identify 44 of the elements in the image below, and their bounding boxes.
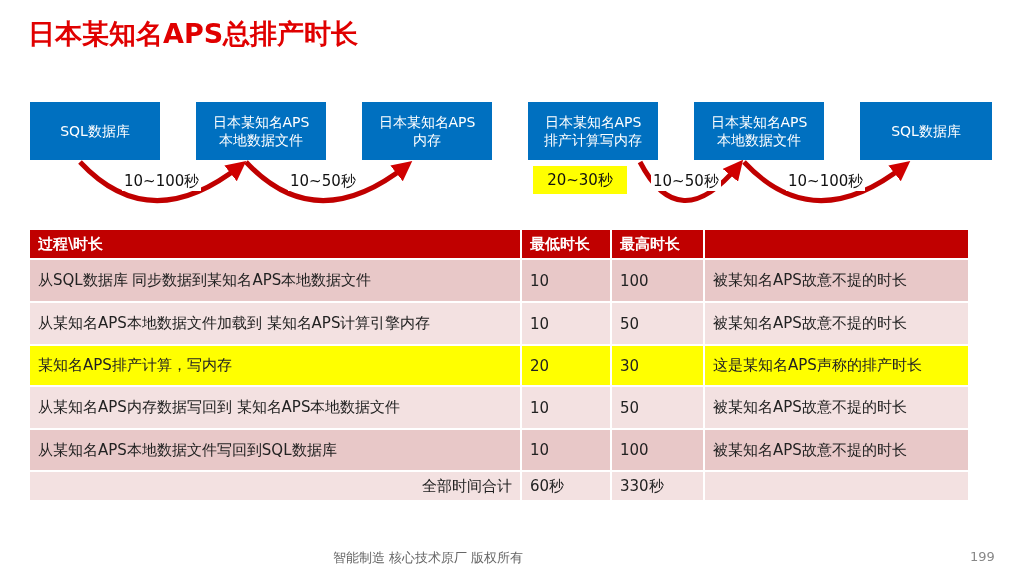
table-cell: 50 <box>612 387 703 428</box>
footer-text: 智能制造 核心技术原厂 版权所有 <box>333 549 524 567</box>
table-cell: 被某知名APS故意不提的时长 <box>705 430 968 470</box>
table-cell: 10 <box>522 387 610 428</box>
header-cell: 最高时长 <box>612 230 703 258</box>
process-box: SQL数据库 <box>860 102 992 160</box>
table-cell: 从SQL数据库 同步数据到某知名APS本地数据文件 <box>30 260 520 301</box>
edge-label: 10~50秒 <box>288 172 358 191</box>
curved-arrow <box>78 160 247 203</box>
table-cell: 30 <box>612 346 703 385</box>
table-cell: 330秒 <box>612 472 703 500</box>
process-box: 日本某知名APS 本地数据文件 <box>196 102 326 160</box>
table-cell: 从某知名APS本地数据文件加载到 某知名APS计算引擎内存 <box>30 303 520 344</box>
process-box: 日本某知名APS 排产计算写内存 <box>528 102 658 160</box>
table-cell: 从某知名APS本地数据文件写回到SQL数据库 <box>30 430 520 470</box>
slide-title: 日本某知名APS总排产时长 <box>28 17 359 51</box>
table-cell: 某知名APS排产计算，写内存 <box>30 346 520 385</box>
table-cell: 20 <box>522 346 610 385</box>
table-cell: 10 <box>522 303 610 344</box>
table-cell: 被某知名APS故意不提的时长 <box>705 303 968 344</box>
header-cell: 最低时长 <box>522 230 610 258</box>
process-box: 日本某知名APS 内存 <box>362 102 492 160</box>
curved-arrow <box>742 160 911 203</box>
table-cell: 被某知名APS故意不提的时长 <box>705 260 968 301</box>
table-cell: 全部时间合计 <box>30 472 520 500</box>
table-cell: 从某知名APS内存数据写回到 某知名APS本地数据文件 <box>30 387 520 428</box>
table-cell: 50 <box>612 303 703 344</box>
duration-highlight: 20~30秒 <box>533 166 627 194</box>
table-cell: 10 <box>522 430 610 470</box>
edge-label: 10~100秒 <box>122 172 202 191</box>
table-cell: 60秒 <box>522 472 610 500</box>
edge-label: 10~100秒 <box>786 172 866 191</box>
table-cell: 10 <box>522 260 610 301</box>
page-number: 199 <box>970 549 995 564</box>
curved-arrow <box>244 160 413 203</box>
table-cell: 100 <box>612 260 703 301</box>
process-box: 日本某知名APS 本地数据文件 <box>694 102 824 160</box>
edge-label: 10~50秒 <box>651 172 721 191</box>
table-cell: 被某知名APS故意不提的时长 <box>705 387 968 428</box>
table-cell: 这是某知名APS声称的排产时长 <box>705 346 968 385</box>
table-cell: 100 <box>612 430 703 470</box>
header-cell: 过程\时长 <box>30 230 520 258</box>
curved-arrow <box>637 160 744 203</box>
process-box: SQL数据库 <box>30 102 160 160</box>
